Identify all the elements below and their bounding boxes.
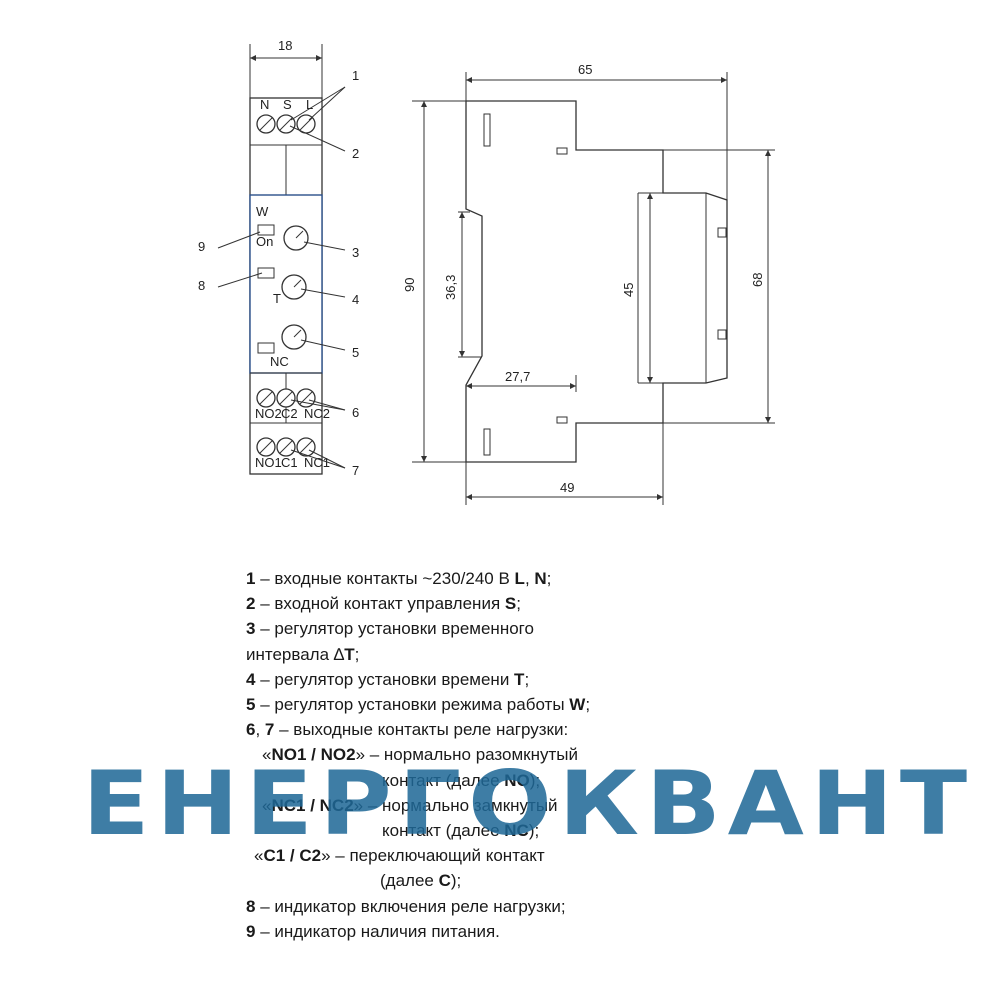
legend-c-contact-cont: (далее C); <box>380 871 462 891</box>
callout-3: 3 <box>352 245 359 260</box>
panel-window <box>257 342 275 354</box>
legend-item-3: 3 – регулятор установки временного <box>246 619 534 639</box>
dim-height: 90 <box>402 278 417 292</box>
legend-item-6-7: 6, 7 – выходные контакты реле нагрузки: <box>246 720 569 740</box>
front-view: 18 N S L W On T NC <box>217 38 346 475</box>
legend-nc-contact-cont: контакт (далее NC); <box>382 821 540 841</box>
callout-7: 7 <box>352 463 359 478</box>
legend-item-1: 1 – входные контакты ~230/240 В L, N; <box>246 569 552 588</box>
callout-5: 5 <box>352 345 359 360</box>
dim-depth: 65 <box>578 62 592 77</box>
output-terminal-screws <box>256 388 316 457</box>
legend-item-3-cont: интервала ∆T; <box>246 644 360 664</box>
dim-offset: 27,7 <box>505 369 530 384</box>
contact-label-nc: NC <box>270 354 289 369</box>
dim-width: 18 <box>278 38 292 53</box>
terminal-label-c2: C2 <box>281 406 298 421</box>
dim-rail: 36,3 <box>443 275 458 300</box>
terminal-label-nc2: NC2 <box>304 406 330 421</box>
callout-4: 4 <box>352 292 359 307</box>
terminal-label-no1: NO1 <box>255 455 282 470</box>
legend-item-9: 9 – индикатор наличия питания. <box>246 921 500 941</box>
legend-nc-contact: «NC1 / NC2» – нормально замкнутый <box>262 795 558 815</box>
brand-watermark: ЕНЕРГОКВАНТ <box>82 751 974 855</box>
relay-indicator <box>257 267 275 279</box>
dim-base-depth: 49 <box>560 480 574 495</box>
callout-9: 9 <box>198 239 205 254</box>
dim-front-height: 45 <box>621 283 636 297</box>
legend-c-contact: «C1 / C2» – переключающий контакт <box>254 846 545 866</box>
mode-label-w: W <box>256 204 269 219</box>
top-terminal-screws <box>256 114 316 134</box>
device-drawing: 18 N S L W On T NC <box>198 38 775 505</box>
terminal-label-nc1: NC1 <box>304 455 330 470</box>
power-indicator <box>257 224 275 236</box>
terminal-label-s: S <box>283 97 292 112</box>
legend-no-contact: «NO1 / NO2» – нормально разомкнутый <box>262 745 578 765</box>
legend-item-8: 8 – индикатор включения реле нагрузки; <box>246 896 566 916</box>
callout-8: 8 <box>198 278 205 293</box>
dim-body-height: 68 <box>750 273 765 287</box>
legend: 1 – входные контакты ~230/240 В L, N; 2 … <box>246 566 806 944</box>
indicator-label-on: On <box>256 234 273 249</box>
callout-2: 2 <box>352 146 359 161</box>
time-label-t: T <box>273 291 281 306</box>
callout-1: 1 <box>352 68 359 83</box>
terminal-label-no2: NO2 <box>255 406 282 421</box>
side-view <box>412 72 775 505</box>
legend-no-contact-cont: контакт (далее NO); <box>382 770 541 790</box>
callout-6: 6 <box>352 405 359 420</box>
legend-item-5: 5 – регулятор установки режима работы W; <box>246 695 591 715</box>
terminal-label-l: L <box>306 97 313 112</box>
terminal-label-c1: C1 <box>281 455 298 470</box>
terminal-label-n: N <box>260 97 269 112</box>
legend-item-2: 2 – входной контакт управления S; <box>246 594 521 614</box>
legend-item-4: 4 – регулятор установки времени T; <box>246 669 530 689</box>
